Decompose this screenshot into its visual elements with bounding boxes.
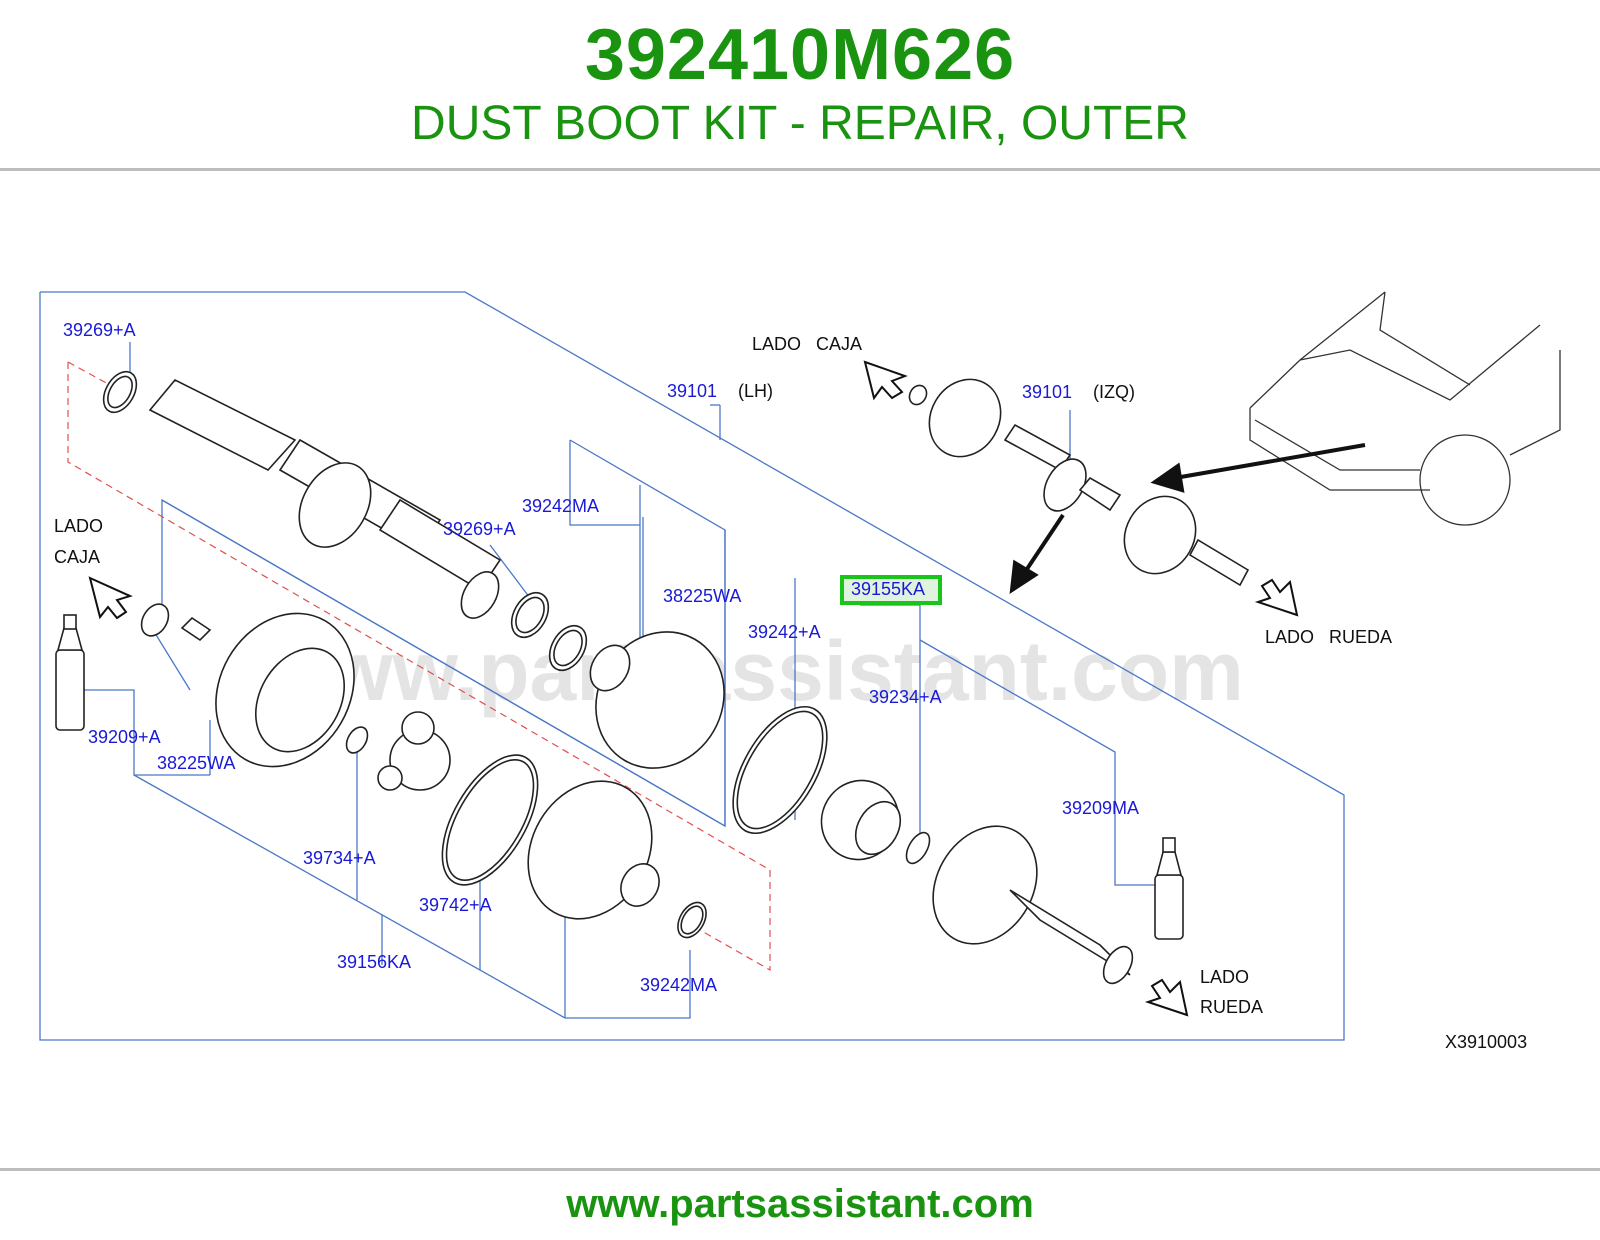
page-header: 392410M626 DUST BOOT KIT - REPAIR, OUTER [0, 0, 1600, 168]
label-39234a[interactable]: 39234+A [869, 687, 942, 707]
footer-divider [0, 1168, 1600, 1171]
dashed-guide [67, 361, 771, 972]
label-39156ka[interactable]: 39156KA [337, 952, 411, 972]
frame-lines [39, 291, 1345, 1041]
footer-url-link[interactable]: www.partsassistant.com [566, 1182, 1034, 1226]
label-39734a[interactable]: 39734+A [303, 848, 376, 868]
grease-tube-right [1154, 837, 1184, 940]
label-38225wa-mid[interactable]: 38225WA [663, 586, 741, 606]
part-number-title: 392410M626 [584, 15, 1016, 95]
vehicle-outline [1249, 291, 1561, 526]
diagram-svg: www.partsassistant.com [39, 291, 1561, 1052]
label-39242a-mid[interactable]: 39242+A [748, 622, 821, 642]
direction-caja-left: CAJA [54, 547, 100, 567]
label-izq: (IZQ) [1093, 382, 1135, 402]
label-39242ma-bottom[interactable]: 39242MA [640, 975, 717, 995]
label-39101-izq[interactable]: 39101 [1022, 382, 1072, 402]
direction-lado-bottom: LADO [1200, 967, 1249, 987]
label-39742a[interactable]: 39742+A [419, 895, 492, 915]
direction-lado-caja-top: LADO CAJA [752, 334, 862, 354]
label-39209ma[interactable]: 39209MA [1062, 798, 1139, 818]
inner-joint-housing [140, 603, 451, 791]
label-38225wa-left[interactable]: 38225WA [157, 753, 235, 773]
direction-rueda-bottom: RUEDA [1200, 997, 1263, 1017]
label-39269a-top[interactable]: 39269+A [63, 320, 136, 340]
direction-arrows [88, 360, 1299, 1017]
header-divider [0, 168, 1600, 171]
diagram-code: X3910003 [1445, 1032, 1527, 1052]
part-description: DUST BOOT KIT - REPAIR, OUTER [411, 97, 1189, 150]
label-lh: (LH) [738, 381, 773, 401]
highlight-box-39155ka [840, 575, 942, 605]
label-39269a-mid[interactable]: 39269+A [443, 519, 516, 539]
grease-tube-left [55, 614, 85, 731]
boots-and-bands [441, 631, 931, 939]
label-39209a[interactable]: 39209+A [88, 727, 161, 747]
drive-shaft-right [908, 378, 1250, 587]
label-39101-lh[interactable]: 39101 [667, 381, 717, 401]
pointer-arrows [1009, 443, 1366, 594]
outer-joint [932, 825, 1134, 985]
exploded-diagram: www.partsassistant.com [0, 268, 1600, 1078]
direction-lado-left: LADO [54, 516, 103, 536]
direction-lado-rueda-right: LADO RUEDA [1265, 627, 1392, 647]
label-39242ma-mid[interactable]: 39242MA [522, 496, 599, 516]
label-39155ka[interactable]: 39155KA [851, 579, 925, 599]
watermark-text: www.partsassistant.com [261, 624, 1244, 718]
drive-shaft-left [102, 370, 588, 672]
